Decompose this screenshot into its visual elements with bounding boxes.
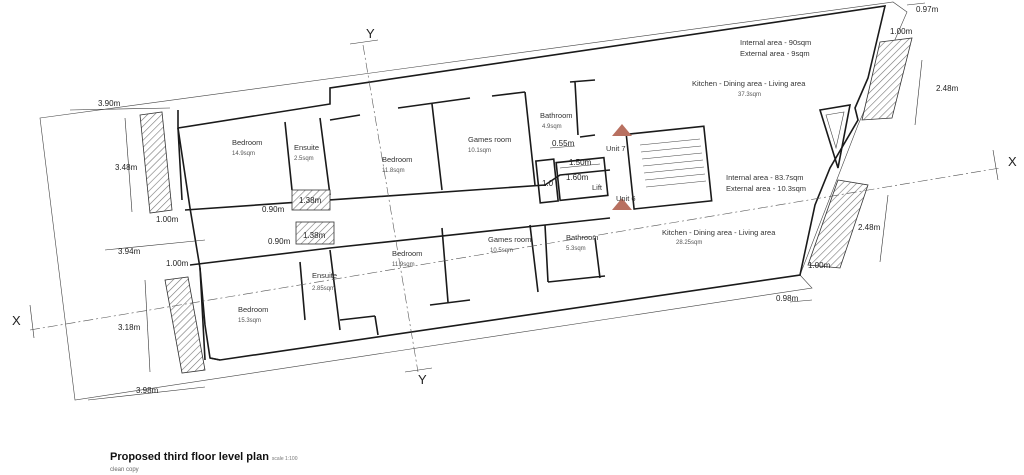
lower-partitions — [299, 224, 606, 336]
dim-0-97: 0.97m — [916, 5, 939, 14]
lift-label: Lift — [592, 183, 603, 192]
room-area-bedroom-3: 15.3sqm — [238, 318, 261, 324]
party-wall — [184, 169, 611, 266]
room-area-games-2: 10.5sqm — [490, 248, 513, 254]
room-name-bedroom-3: Bedroom — [238, 305, 268, 314]
dim-1-00-c: 1.00m — [890, 27, 913, 36]
dim-3-98: 3.98m — [136, 386, 159, 395]
axis-x-tick-right — [992, 149, 999, 181]
unit6-kitchen: Kitchen - Dining area - Living area — [662, 228, 776, 237]
unit7-external: External area - 9sqm — [740, 49, 810, 58]
dim-2-48-a: 2.48m — [936, 84, 959, 93]
hatched-wall-center-1 — [291, 189, 331, 211]
room-name-bedroom-1: Bedroom — [232, 138, 262, 147]
room-area-bedroom-1: 14.9sqm — [232, 151, 255, 157]
room-name-ensuite-1: Ensuite — [294, 143, 319, 152]
stair-core — [625, 125, 713, 210]
room-name-bedroom-2: Bedroom — [382, 155, 412, 164]
unit6-marker — [612, 198, 632, 210]
dim-3-48: 3.48m — [115, 163, 138, 172]
dim-1-60: 1.60m — [566, 173, 589, 182]
lift-shaft — [555, 156, 609, 202]
dim-1-00-a: 1.00m — [156, 215, 179, 224]
dim-0-90-a: 0.90m — [262, 205, 285, 214]
unit6-kitchen-area: 28.25sqm — [676, 240, 702, 246]
lift-small — [534, 158, 560, 204]
room-area-bedroom-4: 11.9sqm — [392, 262, 415, 268]
room-name-games-2: Games room — [488, 235, 531, 244]
room-area-bathroom-1: 4.9sqm — [542, 124, 562, 130]
axis-y-tick-top — [349, 39, 379, 45]
drawing-title: Proposed third floor level plan — [110, 451, 269, 463]
light-well-inner — [825, 111, 845, 150]
room-area-ensuite-2: 2.85sqm — [312, 286, 335, 292]
dim-3-18: 3.18m — [118, 323, 141, 332]
stair-treads — [639, 138, 707, 188]
unit7-kitchen: Kitchen - Dining area - Living area — [692, 79, 806, 88]
dim-3-90: 3.90m — [98, 99, 121, 108]
room-name-bathroom-1: Bathroom — [540, 111, 573, 120]
unit6-internal: Internal area - 83.7sqm — [726, 173, 804, 182]
room-name-games-1: Games room — [468, 135, 511, 144]
dim-1-00-b: 1.00m — [166, 259, 189, 268]
unit7-internal: Internal area - 90sqm — [740, 38, 811, 47]
scale-note: scale 1:100 — [271, 456, 298, 462]
hatched-wall-right-lower — [807, 179, 869, 269]
light-well — [818, 104, 852, 169]
dim-1-38-a: 1.38m — [299, 196, 322, 205]
hatched-wall-right-upper — [861, 37, 913, 121]
room-area-bathroom-2: 5.3sqm — [566, 246, 586, 252]
dim-1-38-b: 1.38m — [303, 231, 326, 240]
unit7-marker — [612, 124, 632, 136]
left-walls — [177, 127, 221, 361]
unit7-label: Unit 7 — [606, 144, 626, 153]
drawing-subtitle: clean copy — [110, 467, 139, 473]
room-name-bedroom-4: Bedroom — [392, 249, 422, 258]
room-name-ensuite-2: Ensuite — [312, 271, 337, 280]
axis-x-label-right: X — [1008, 154, 1017, 169]
axis-x-tick-left — [29, 304, 35, 339]
axis-y-label-bottom: Y — [418, 372, 427, 387]
axis-y-tick-bottom — [404, 367, 433, 373]
site-boundary — [39, 1, 908, 401]
dim-0-55: 0.55m — [552, 139, 575, 148]
hatched-wall-left-lower — [164, 276, 206, 374]
dim-1-50: 1.50m — [569, 158, 592, 167]
dim-0-90-b: 0.90m — [268, 237, 291, 246]
axis-y-line — [362, 44, 419, 373]
building-outline — [177, 5, 887, 361]
room-area-ensuite-1: 2.5sqm — [294, 156, 314, 162]
dimension-lines — [69, 2, 926, 401]
axis-x-line — [29, 167, 1001, 331]
axis-x-label-left: X — [12, 313, 21, 328]
axis-y-label-top: Y — [366, 26, 375, 41]
dim-0-98: 0.98m — [776, 294, 799, 303]
room-name-bathroom-2: Bathroom — [566, 233, 599, 242]
unit6-label: Unit 6 — [616, 194, 636, 203]
unit7-kitchen-area: 37.3sqm — [738, 92, 761, 98]
dim-1-00-d: 1.00m — [808, 261, 831, 270]
hatched-wall-left-upper — [139, 111, 173, 214]
dim-3-94: 3.94m — [118, 247, 141, 256]
hatched-wall-center-2 — [295, 221, 335, 245]
dim-1-0: 1.0 — [542, 179, 554, 188]
dim-2-48-b: 2.48m — [858, 223, 881, 232]
upper-partitions — [284, 79, 596, 196]
unit6-external: External area - 10.3sqm — [726, 184, 806, 193]
room-area-bedroom-2: 11.8sqm — [382, 168, 405, 174]
room-area-games-1: 10.1sqm — [468, 148, 491, 154]
